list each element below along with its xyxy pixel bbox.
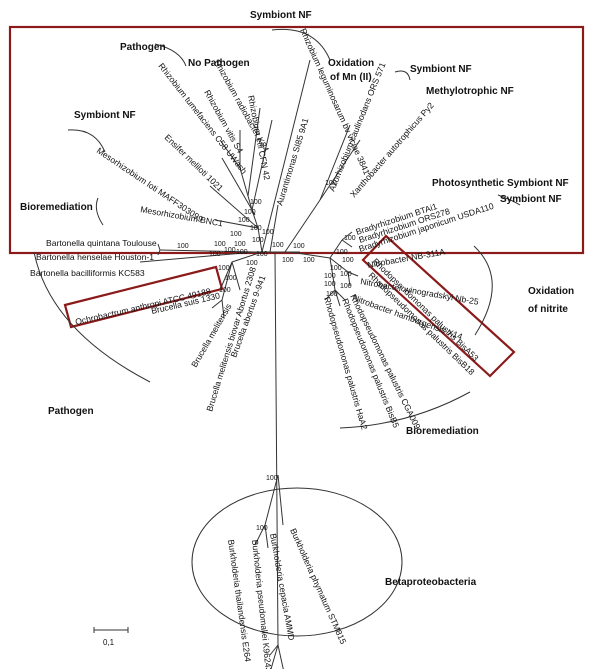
group-label-pathogen-bottom: Pathogen (48, 406, 94, 417)
group-label-oxidation-nitrite: Oxidation (528, 286, 574, 297)
taxon-label: Bartonella quintana Toulouse (46, 238, 157, 248)
bootstrap-value: 100 (325, 180, 337, 187)
group-label-methylotrophic: Methylotrophic NF (426, 86, 514, 97)
group-label-photosynthetic: Photosynthetic Symbiont NF (432, 178, 569, 189)
group-label-symbiont-nf-right: Symbiont NF (410, 64, 472, 75)
bootstrap-value: 100 (324, 273, 336, 280)
bootstrap-value: 100 (225, 275, 237, 282)
taxon-label: Rhizobium tumefaciens C58 UWash (156, 61, 249, 176)
bootstrap-value: 100 (234, 241, 246, 248)
bootstrap-value: 100 (326, 291, 338, 298)
bootstrap-value: 100 (218, 265, 230, 272)
bootstrap-value: 100 (244, 209, 256, 216)
rhodopseudomonas-box (361, 234, 516, 378)
taxon-label: Bartonella bacilliformis KC583 (30, 268, 145, 278)
bootstrap-value: 100 (238, 217, 250, 224)
group-arcs (33, 28, 521, 637)
scale-bar-label: 0,1 (103, 638, 115, 647)
bootstrap-value: 100 (282, 257, 294, 264)
bootstrap-value: 100 (250, 225, 262, 232)
group-label-betaproteobacteria: Betaproteobacteria (385, 577, 477, 588)
bootstrap-value: 100 (256, 251, 268, 258)
bootstrap-value: 100 (177, 243, 189, 250)
bootstrap-values: 100 100 100 100 100 100 100 100 100 100 … (177, 180, 356, 532)
bootstrap-value: 100 (342, 257, 354, 264)
bootstrap-value: 100 (214, 241, 226, 248)
bootstrap-value: 100 (209, 251, 221, 258)
bootstrap-value: 100 (224, 247, 236, 254)
bootstrap-value: 100 (324, 281, 336, 288)
bootstrap-value: 100 (303, 257, 315, 264)
taxon-label: Burkholderia thailandensis E264 (226, 539, 253, 663)
group-labels: Symbiont NF Pathogen No Pathogen Oxidati… (20, 10, 574, 588)
group-label-bioremediation-left: Bioremediation (20, 202, 93, 213)
bootstrap-value: 100 (330, 265, 342, 272)
group-label-no-pathogen: No Pathogen (188, 58, 250, 69)
ochrobactrum-brucella-box (63, 265, 224, 329)
group-label-oxidation-mn-2: of Mn (II) (330, 72, 372, 83)
bootstrap-value: 100 (340, 271, 352, 278)
tree-branches (139, 59, 361, 669)
bootstrap-value: 100 (340, 283, 352, 290)
bootstrap-value: 100 (236, 249, 248, 256)
taxa-labels: Rhizobium leguminosarum bv viciae 3841 R… (30, 27, 495, 669)
bootstrap-value: 100 (336, 249, 348, 256)
bootstrap-value: 100 (344, 235, 356, 242)
bootstrap-value: 100 (219, 287, 231, 294)
group-label-oxidation-mn: Oxidation (328, 58, 374, 69)
group-label-oxidation-nitrite-2: of nitrite (528, 304, 568, 315)
group-label-symbiont-nf-top: Symbiont NF (250, 10, 312, 21)
taxon-label: Burkholderia pseudomallei K96243 (250, 539, 274, 669)
scale-bar: 0,1 (93, 627, 129, 647)
taxon-label: Burkholderia cepacia AMMD (268, 533, 297, 642)
bootstrap-value: 100 (246, 260, 258, 267)
group-label-bioremediation-bottom: Bioremediation (406, 426, 479, 437)
bootstrap-value: 100 (266, 475, 278, 482)
bootstrap-value: 100 (293, 243, 305, 250)
bootstrap-value: 100 (262, 229, 274, 236)
group-label-pathogen-top: Pathogen (120, 42, 166, 53)
bootstrap-value: 100 (230, 231, 242, 238)
group-label-symbiont-nf-mid: Symbiont NF (500, 194, 562, 205)
taxon-label: Burkholderia phymatum STM815 (288, 527, 348, 646)
burkholderia-branches (254, 474, 284, 549)
group-label-symbiont-nf-left: Symbiont NF (74, 110, 136, 121)
bootstrap-value: 100 (256, 525, 268, 532)
bootstrap-value: 100 (272, 242, 284, 249)
taxon-label: Bartonella henselae Houston-1 (36, 252, 154, 262)
bootstrap-value: 100 (252, 237, 264, 244)
bootstrap-value: 100 (250, 199, 262, 206)
